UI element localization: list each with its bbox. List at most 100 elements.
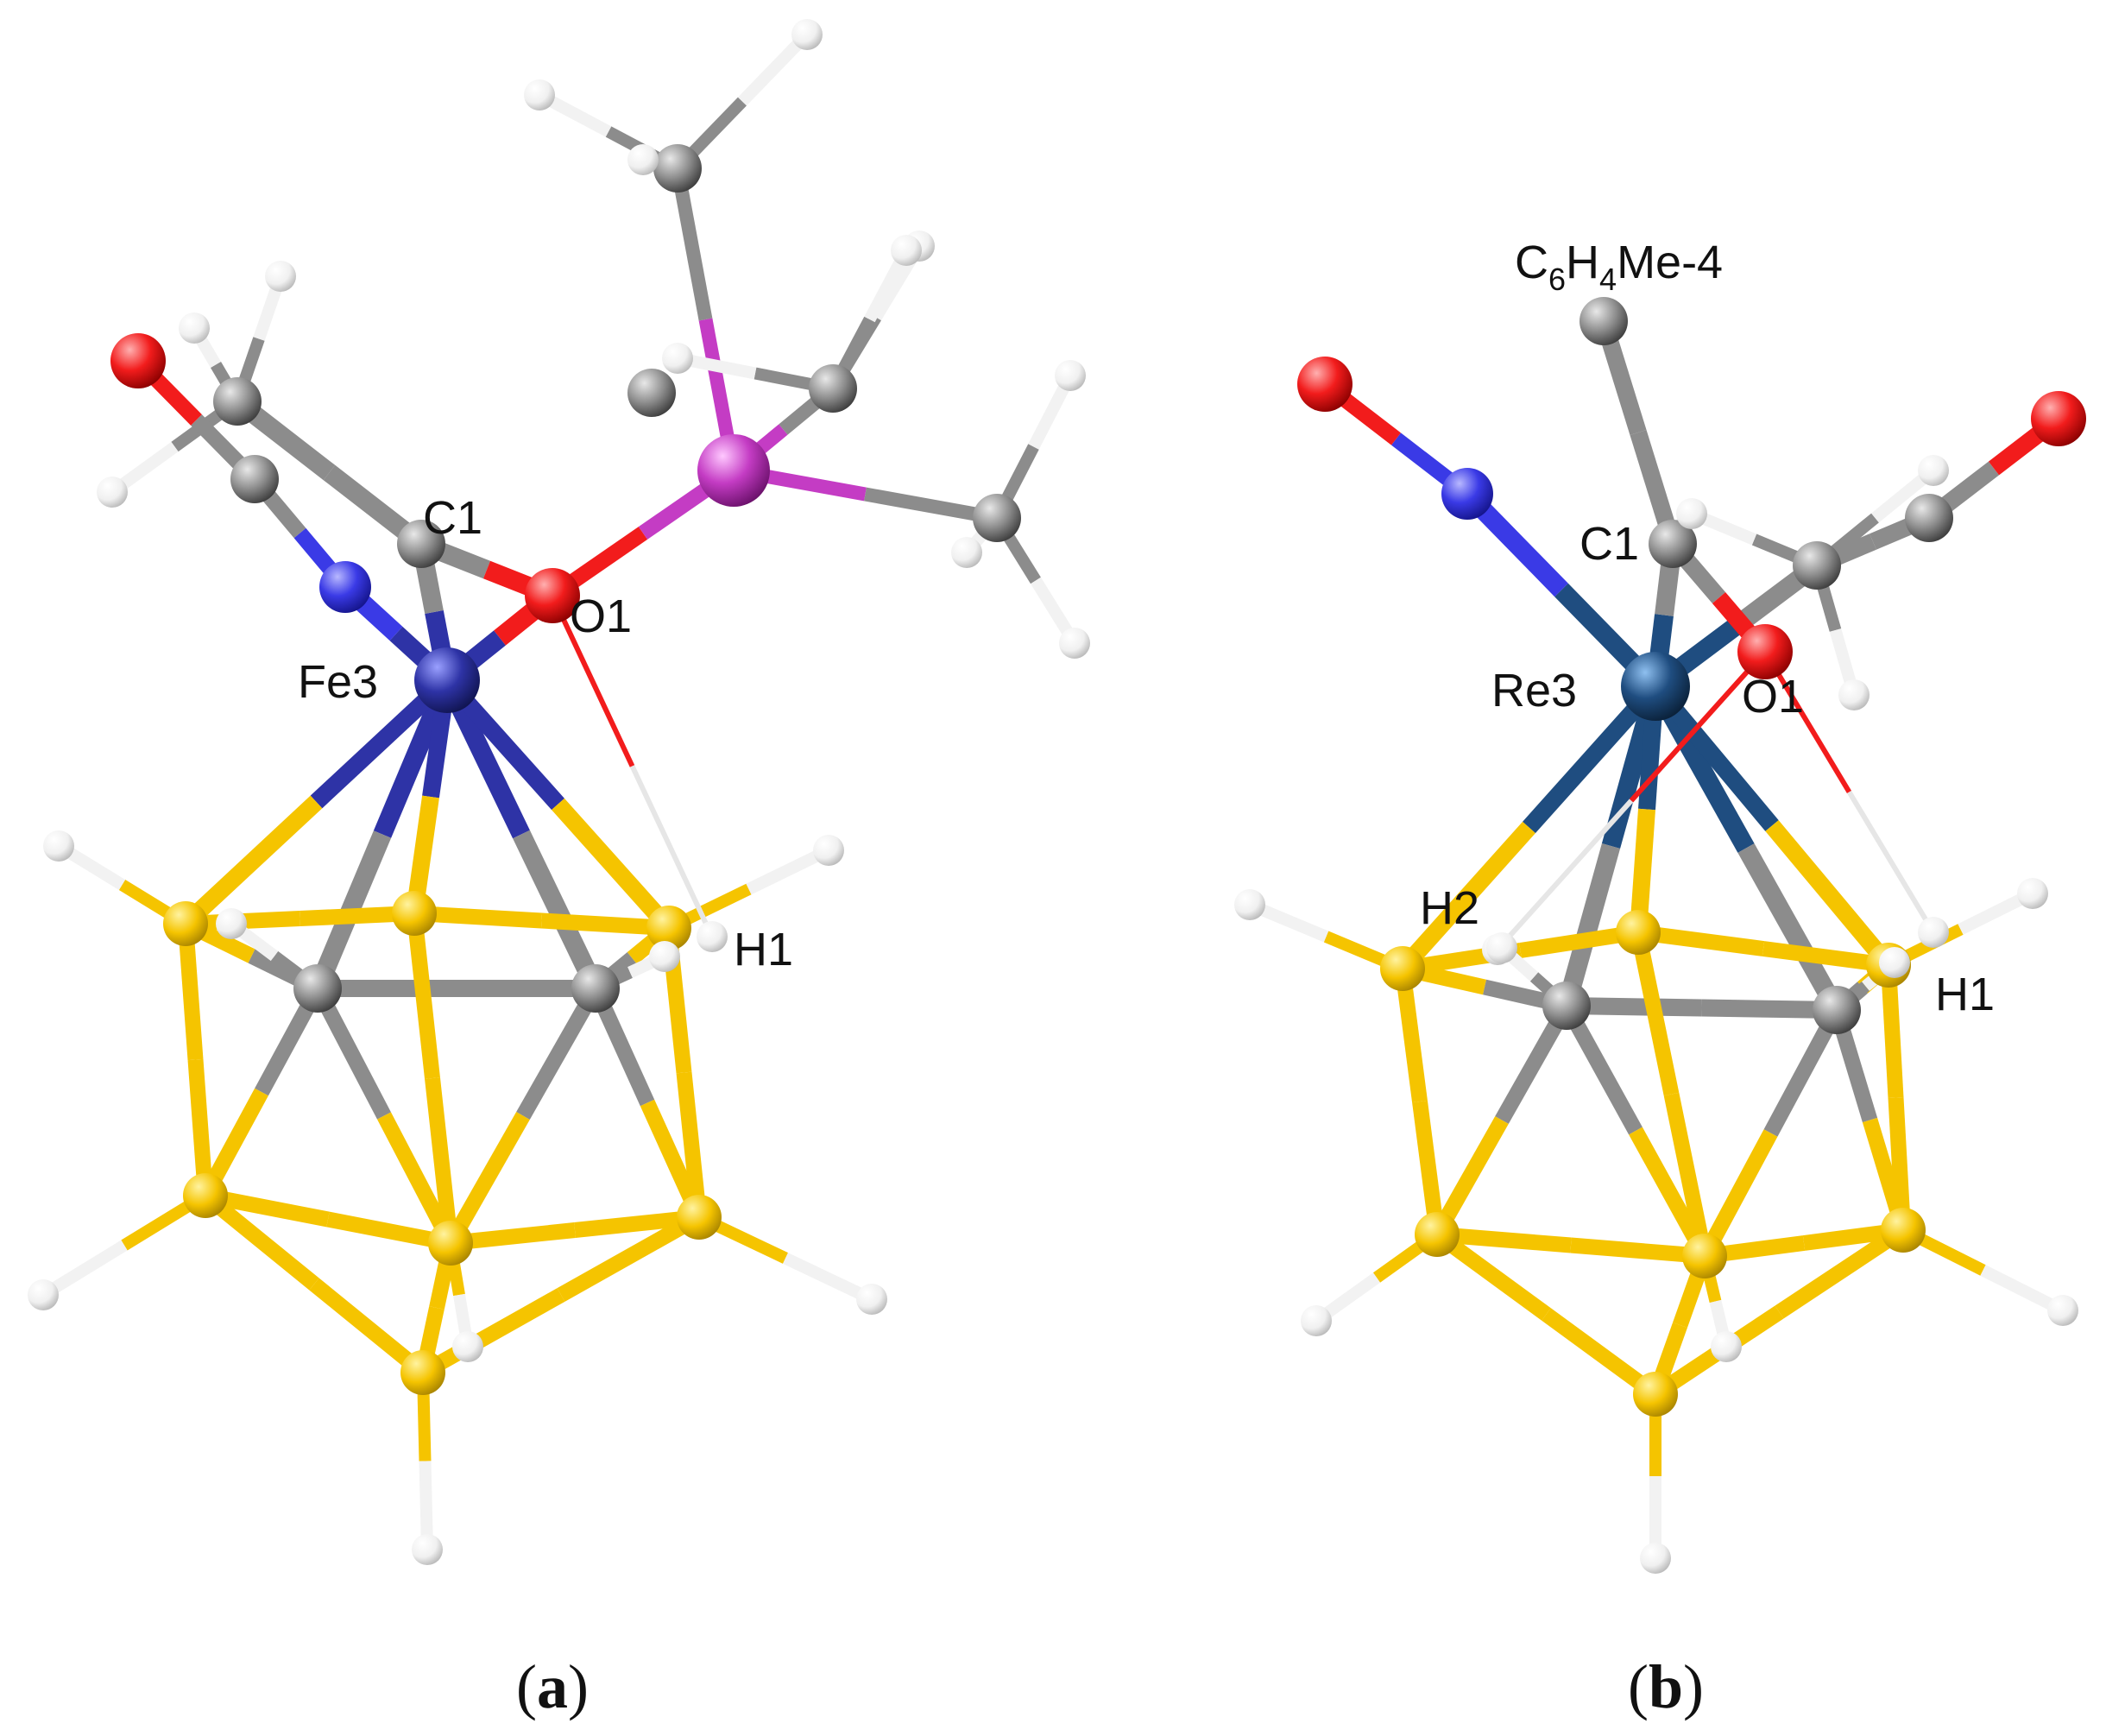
atom-carbon-a-Cm1 [653, 144, 702, 193]
caption-panel-a: (a) [516, 1652, 589, 1721]
atom-hydrogen-a-Hc1 [265, 261, 296, 292]
atom-oxygen-b-On [1297, 357, 1353, 412]
atom-hydrogen-b-HB2 [2017, 878, 2048, 909]
atom-hydrogen-a-HB4 [856, 1284, 887, 1315]
atom-hydrogen-a-HB3 [28, 1279, 59, 1310]
atom-hydrogen-a-Hm1 [791, 19, 823, 50]
hydrogen-bond-a-half1 [550, 594, 635, 767]
atom-hydrogen-a-Hc2 [179, 312, 210, 344]
atom-oxygen-a-O1 [525, 568, 580, 623]
atom-hydrogen-b-Hc1 [1676, 498, 1707, 529]
atom-carbon-b-Cc2 [1905, 494, 1953, 542]
atoms-panel-b [1234, 297, 2086, 1574]
bond-a-B6-B7-half1 [557, 1210, 703, 1302]
atom-boron-a-B3 [646, 906, 691, 950]
atom-carbon-b-Ca [1542, 982, 1591, 1030]
atom-hydrogen-b-Hc2 [1838, 679, 1870, 710]
atom-oxygen-b-O1 [1737, 624, 1793, 679]
atom-carbon-a-Cc [213, 377, 262, 426]
caption-panel-b: (b) [1628, 1652, 1704, 1721]
bond-b-B2-B5-half2 [1663, 1092, 1712, 1258]
atom-boron-b-B2 [1616, 910, 1661, 955]
atom-boron-b-B4 [1415, 1212, 1460, 1257]
atom-hydrogen-a-Hm8 [662, 343, 693, 374]
bond-b-Re-B3-half2 [1765, 820, 1895, 971]
bond-a-B4-HB3-half2 [40, 1240, 128, 1300]
atom-hydrogen-b-HB5 [1711, 1331, 1742, 1362]
label-re3-b: Re3 [1491, 665, 1577, 716]
atom-hydrogen-b-Hc3 [1918, 455, 1949, 486]
atom-phosphorus-a-P [697, 434, 770, 507]
label-c1-a: C1 [423, 492, 482, 544]
atom-hydrogen-b-HB6 [1640, 1543, 1671, 1574]
bond-a-B1-B4-half1 [178, 923, 204, 1061]
bond-a-Fe-Cb-half2 [513, 830, 604, 993]
atom-carbon-b-Cb [1813, 986, 1861, 1034]
label-o1-b: O1 [1742, 671, 1804, 723]
atom-iron-a-Fe [414, 647, 480, 713]
bond-a-B2-B5-half1 [407, 912, 440, 1079]
hydrogen-bond-b-half2 [1495, 799, 1634, 952]
atom-boron-b-B1 [1380, 946, 1425, 991]
hydrogen-bond-a-half2 [629, 765, 715, 938]
bond-b-Cb-B5-half2 [1698, 1129, 1778, 1260]
bond-a-Cb-B5-half1 [516, 984, 602, 1120]
bond-b-B6-B7-half1 [1775, 1223, 1907, 1319]
atom-hydrogen-a-Hc3 [97, 477, 128, 508]
atom-boron-b-B6 [1881, 1208, 1926, 1253]
atom-boron-a-B6 [677, 1195, 722, 1240]
bond-a-B3-B6-half2 [676, 1071, 707, 1218]
bond-a-B6-HB4-half2 [782, 1253, 875, 1305]
label-fe3-a: Fe3 [298, 656, 378, 708]
hydrogen-bond-b-half2 [1846, 790, 1936, 934]
atom-carbon-b-C1 [1649, 520, 1697, 568]
atom-hydrogen-b-HCb [1879, 947, 1910, 978]
bond-b-B4-B7-half1 [1432, 1228, 1551, 1321]
bond-b-B2-B5-half1 [1630, 931, 1680, 1096]
hydrogen-bond-b-half1 [1629, 649, 1768, 803]
atom-carbon-a-Cm3 [809, 364, 857, 413]
atom-nitrogen-b-Nn [1441, 468, 1493, 520]
atom-hydrogen-b-H1 [1918, 917, 1949, 948]
atom-boron-a-B4 [183, 1173, 228, 1218]
label-c1-b: C1 [1580, 518, 1639, 570]
atom-hydrogen-a-HCa [216, 908, 247, 939]
atoms-panel-a [28, 19, 1090, 1565]
atom-hydrogen-a-Hm7 [891, 235, 922, 266]
bond-a-Ca-B5-half2 [377, 1112, 457, 1247]
atom-oxygen-a-Ox [110, 333, 166, 388]
atom-carbon-a-Cm2 [973, 494, 1021, 542]
bond-a-B6-B7-half2 [419, 1288, 565, 1379]
bond-a-Fe-B3-half2 [552, 798, 676, 934]
atom-hydrogen-b-HCa [1486, 932, 1517, 963]
atom-carbon-a-Cl [627, 369, 676, 417]
atom-hydrogen-a-HB6 [412, 1534, 443, 1565]
atom-hydrogen-a-Hm3 [627, 144, 659, 175]
atom-boron-a-B2 [392, 891, 437, 936]
atom-boron-a-B5 [428, 1221, 473, 1266]
atom-boron-a-B7 [400, 1350, 445, 1395]
atom-carbon-a-Cc2 [230, 455, 279, 503]
atom-hydrogen-a-Hm5 [1055, 360, 1086, 391]
bond-b-Re-Cb-half2 [1737, 843, 1845, 1015]
atom-hydrogen-a-Hm6 [951, 537, 982, 568]
atom-boron-b-B5 [1682, 1234, 1727, 1278]
atom-hydrogen-a-Hm2 [524, 79, 555, 110]
bond-b-B4-B7-half2 [1542, 1308, 1661, 1401]
atom-hydrogen-b-HB3 [1301, 1305, 1332, 1336]
bond-a-B4-B7-half1 [200, 1190, 319, 1291]
atom-boron-b-B7 [1633, 1372, 1678, 1417]
bonds-panel-a [40, 30, 1080, 1550]
bond-a-P-Cm1-half2 [671, 167, 713, 321]
atom-rhenium-b-Re [1621, 652, 1690, 721]
atom-hydrogen-a-H1 [697, 921, 728, 952]
bond-a-B4-B7-half2 [309, 1278, 428, 1379]
atom-oxygen-b-Oc [2031, 391, 2086, 446]
atom-carbon-b-Cc [1793, 541, 1841, 590]
label-h1-a: H1 [734, 924, 793, 975]
atom-carbon-a-Ca [293, 964, 342, 1013]
bond-b-Re-B1-half2 [1396, 821, 1535, 975]
bond-b-Re-Ca-half2 [1557, 843, 1621, 1008]
atom-nitrogen-a-Nc [319, 561, 371, 613]
